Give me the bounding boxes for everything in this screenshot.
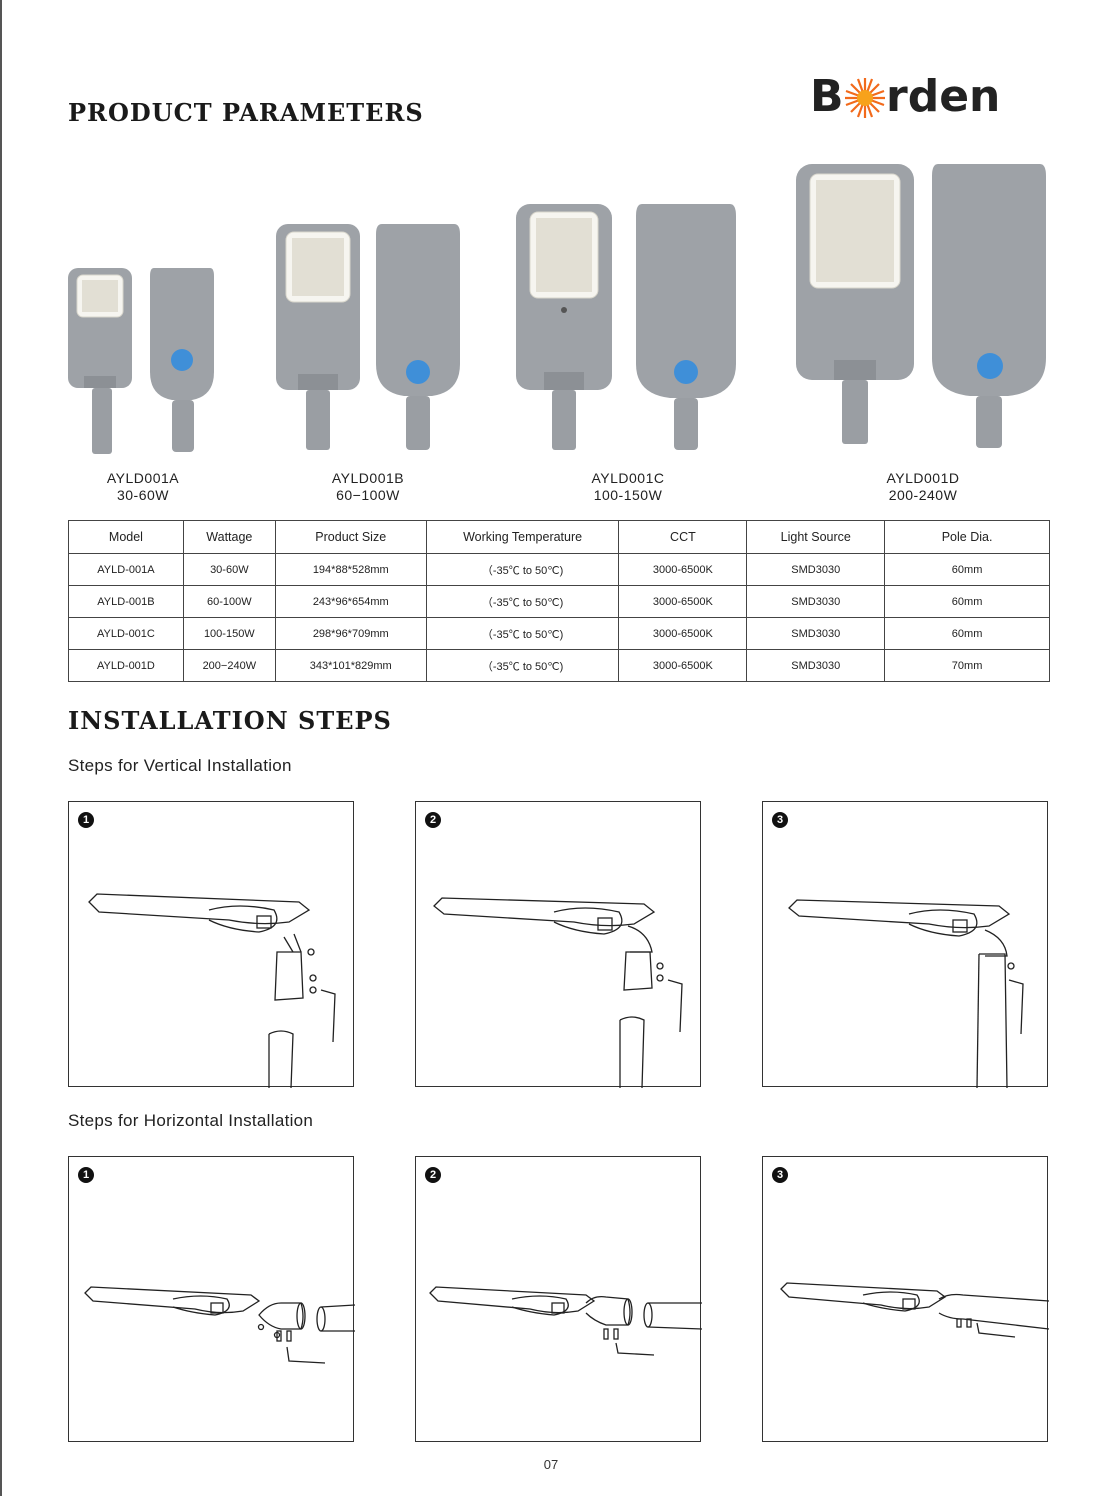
cell-size: 343*101*829mm: [274, 649, 427, 682]
step-number-badge: 2: [425, 812, 441, 828]
cell-light-source: SMD3030: [746, 649, 886, 682]
cell-model: AYLD-001C: [68, 617, 184, 650]
cell-pole-dia: 60mm: [884, 553, 1050, 586]
horizontal-step-2-diagram: [429, 1286, 702, 1356]
cell-model: AYLD-001B: [68, 585, 184, 618]
vertical-step-2: 2: [415, 801, 701, 1088]
col-header-pole-dia: Pole Dia.: [884, 520, 1050, 554]
horizontal-step-3: 3: [762, 1156, 1049, 1442]
cell-wattage: 60-100W: [182, 585, 276, 618]
step-number-badge: 3: [772, 1167, 788, 1183]
cell-temperature: （-35℃ to 50℃): [425, 649, 620, 682]
horizontal-step-3-diagram: [780, 1282, 1049, 1338]
cell-wattage: 200−240W: [182, 649, 276, 682]
model-wattage: 100-150W: [593, 487, 663, 503]
step-number-badge: 1: [78, 812, 94, 828]
cell-cct: 3000-6500K: [618, 617, 748, 650]
model-caption-c: AYLD001C 100-150W: [578, 470, 678, 504]
cell-wattage: 100-150W: [182, 617, 276, 650]
model-name: AYLD001C: [591, 470, 665, 486]
step-number-badge: 3: [772, 812, 788, 828]
col-header-wattage: Wattage: [182, 520, 276, 554]
left-margin-rule: [0, 0, 2, 1496]
model-caption-a: AYLD001A 30-60W: [93, 470, 193, 504]
logo-text-rden: rden: [886, 71, 1001, 122]
cell-cct: 3000-6500K: [618, 649, 748, 682]
model-wattage: 200-240W: [888, 487, 958, 503]
vertical-step-1-diagram: [88, 893, 336, 1088]
cell-pole-dia: 60mm: [884, 585, 1050, 618]
horizontal-step-2: 2: [415, 1156, 702, 1442]
cell-wattage: 30-60W: [182, 553, 276, 586]
cell-model: AYLD-001D: [68, 649, 184, 682]
product-parameters-table: Model Wattage Product Size Working Tempe…: [68, 520, 1050, 682]
model-name: AYLD001B: [331, 470, 405, 486]
cell-cct: 3000-6500K: [618, 553, 748, 586]
table-row: AYLD-001D 200−240W 343*101*829mm （-35℃ t…: [68, 649, 1050, 682]
model-wattage: 60−100W: [336, 487, 400, 503]
model-name: AYLD001A: [106, 470, 180, 486]
cell-light-source: SMD3030: [746, 617, 886, 650]
lamp-d-front: [796, 164, 914, 444]
product-parameters-heading: PRODUCT PARAMETERS: [68, 98, 424, 127]
logo-letter-b: B: [810, 71, 844, 122]
cell-size: 298*96*709mm: [274, 617, 427, 650]
cell-size: 243*96*654mm: [274, 585, 427, 618]
lamp-c-front: [516, 204, 612, 450]
vertical-step-3: 3: [762, 801, 1048, 1088]
lamp-a-front: [68, 268, 132, 454]
horizontal-step-1-diagram: [84, 1286, 355, 1364]
model-caption-d: AYLD001D 200-240W: [873, 470, 973, 504]
step-number-badge: 2: [425, 1167, 441, 1183]
col-header-light-source: Light Source: [746, 520, 886, 554]
lamp-b-back: [376, 224, 460, 450]
cell-temperature: （-35℃ to 50℃): [425, 585, 620, 618]
col-header-model: Model: [68, 520, 184, 554]
table-row: AYLD-001A 30-60W 194*88*528mm （-35℃ to 5…: [68, 553, 1050, 586]
borden-logo: B rden: [810, 72, 1020, 122]
cell-temperature: （-35℃ to 50℃): [425, 617, 620, 650]
cell-pole-dia: 70mm: [884, 649, 1050, 682]
horizontal-installation-title: Steps for Horizontal Installation: [68, 1111, 314, 1130]
lamp-a-back: [150, 268, 214, 452]
model-wattage: 30-60W: [116, 487, 170, 503]
table-row: AYLD-001B 60-100W 243*96*654mm （-35℃ to …: [68, 585, 1050, 618]
cell-model: AYLD-001A: [68, 553, 184, 586]
lamp-d-back: [932, 164, 1046, 448]
col-header-size: Product Size: [274, 520, 427, 554]
cell-cct: 3000-6500K: [618, 585, 748, 618]
horizontal-step-1: 1: [68, 1156, 355, 1442]
cell-light-source: SMD3030: [746, 585, 886, 618]
vertical-step-2-diagram: [433, 897, 683, 1088]
sun-icon: [845, 78, 885, 118]
cell-temperature: （-35℃ to 50℃): [425, 553, 620, 586]
cell-size: 194*88*528mm: [274, 553, 427, 586]
col-header-temperature: Working Temperature: [425, 520, 620, 554]
table-row: AYLD-001C 100-150W 298*96*709mm （-35℃ to…: [68, 617, 1050, 650]
vertical-step-1: 1: [68, 801, 354, 1088]
installation-steps-heading: INSTALLATION STEPS: [68, 706, 392, 735]
product-images: [68, 164, 1046, 454]
page-number: 07: [543, 1457, 559, 1472]
vertical-installation-title: Steps for Vertical Installation: [68, 756, 292, 775]
lamp-c-back: [636, 204, 736, 450]
model-caption-b: AYLD001B 60−100W: [318, 470, 418, 504]
model-name: AYLD001D: [886, 470, 960, 486]
table-header-row: Model Wattage Product Size Working Tempe…: [68, 520, 1050, 554]
col-header-cct: CCT: [618, 520, 748, 554]
cell-light-source: SMD3030: [746, 553, 886, 586]
cell-pole-dia: 60mm: [884, 617, 1050, 650]
vertical-step-3-diagram: [788, 899, 1024, 1088]
lamp-b-front: [276, 224, 360, 450]
step-number-badge: 1: [78, 1167, 94, 1183]
